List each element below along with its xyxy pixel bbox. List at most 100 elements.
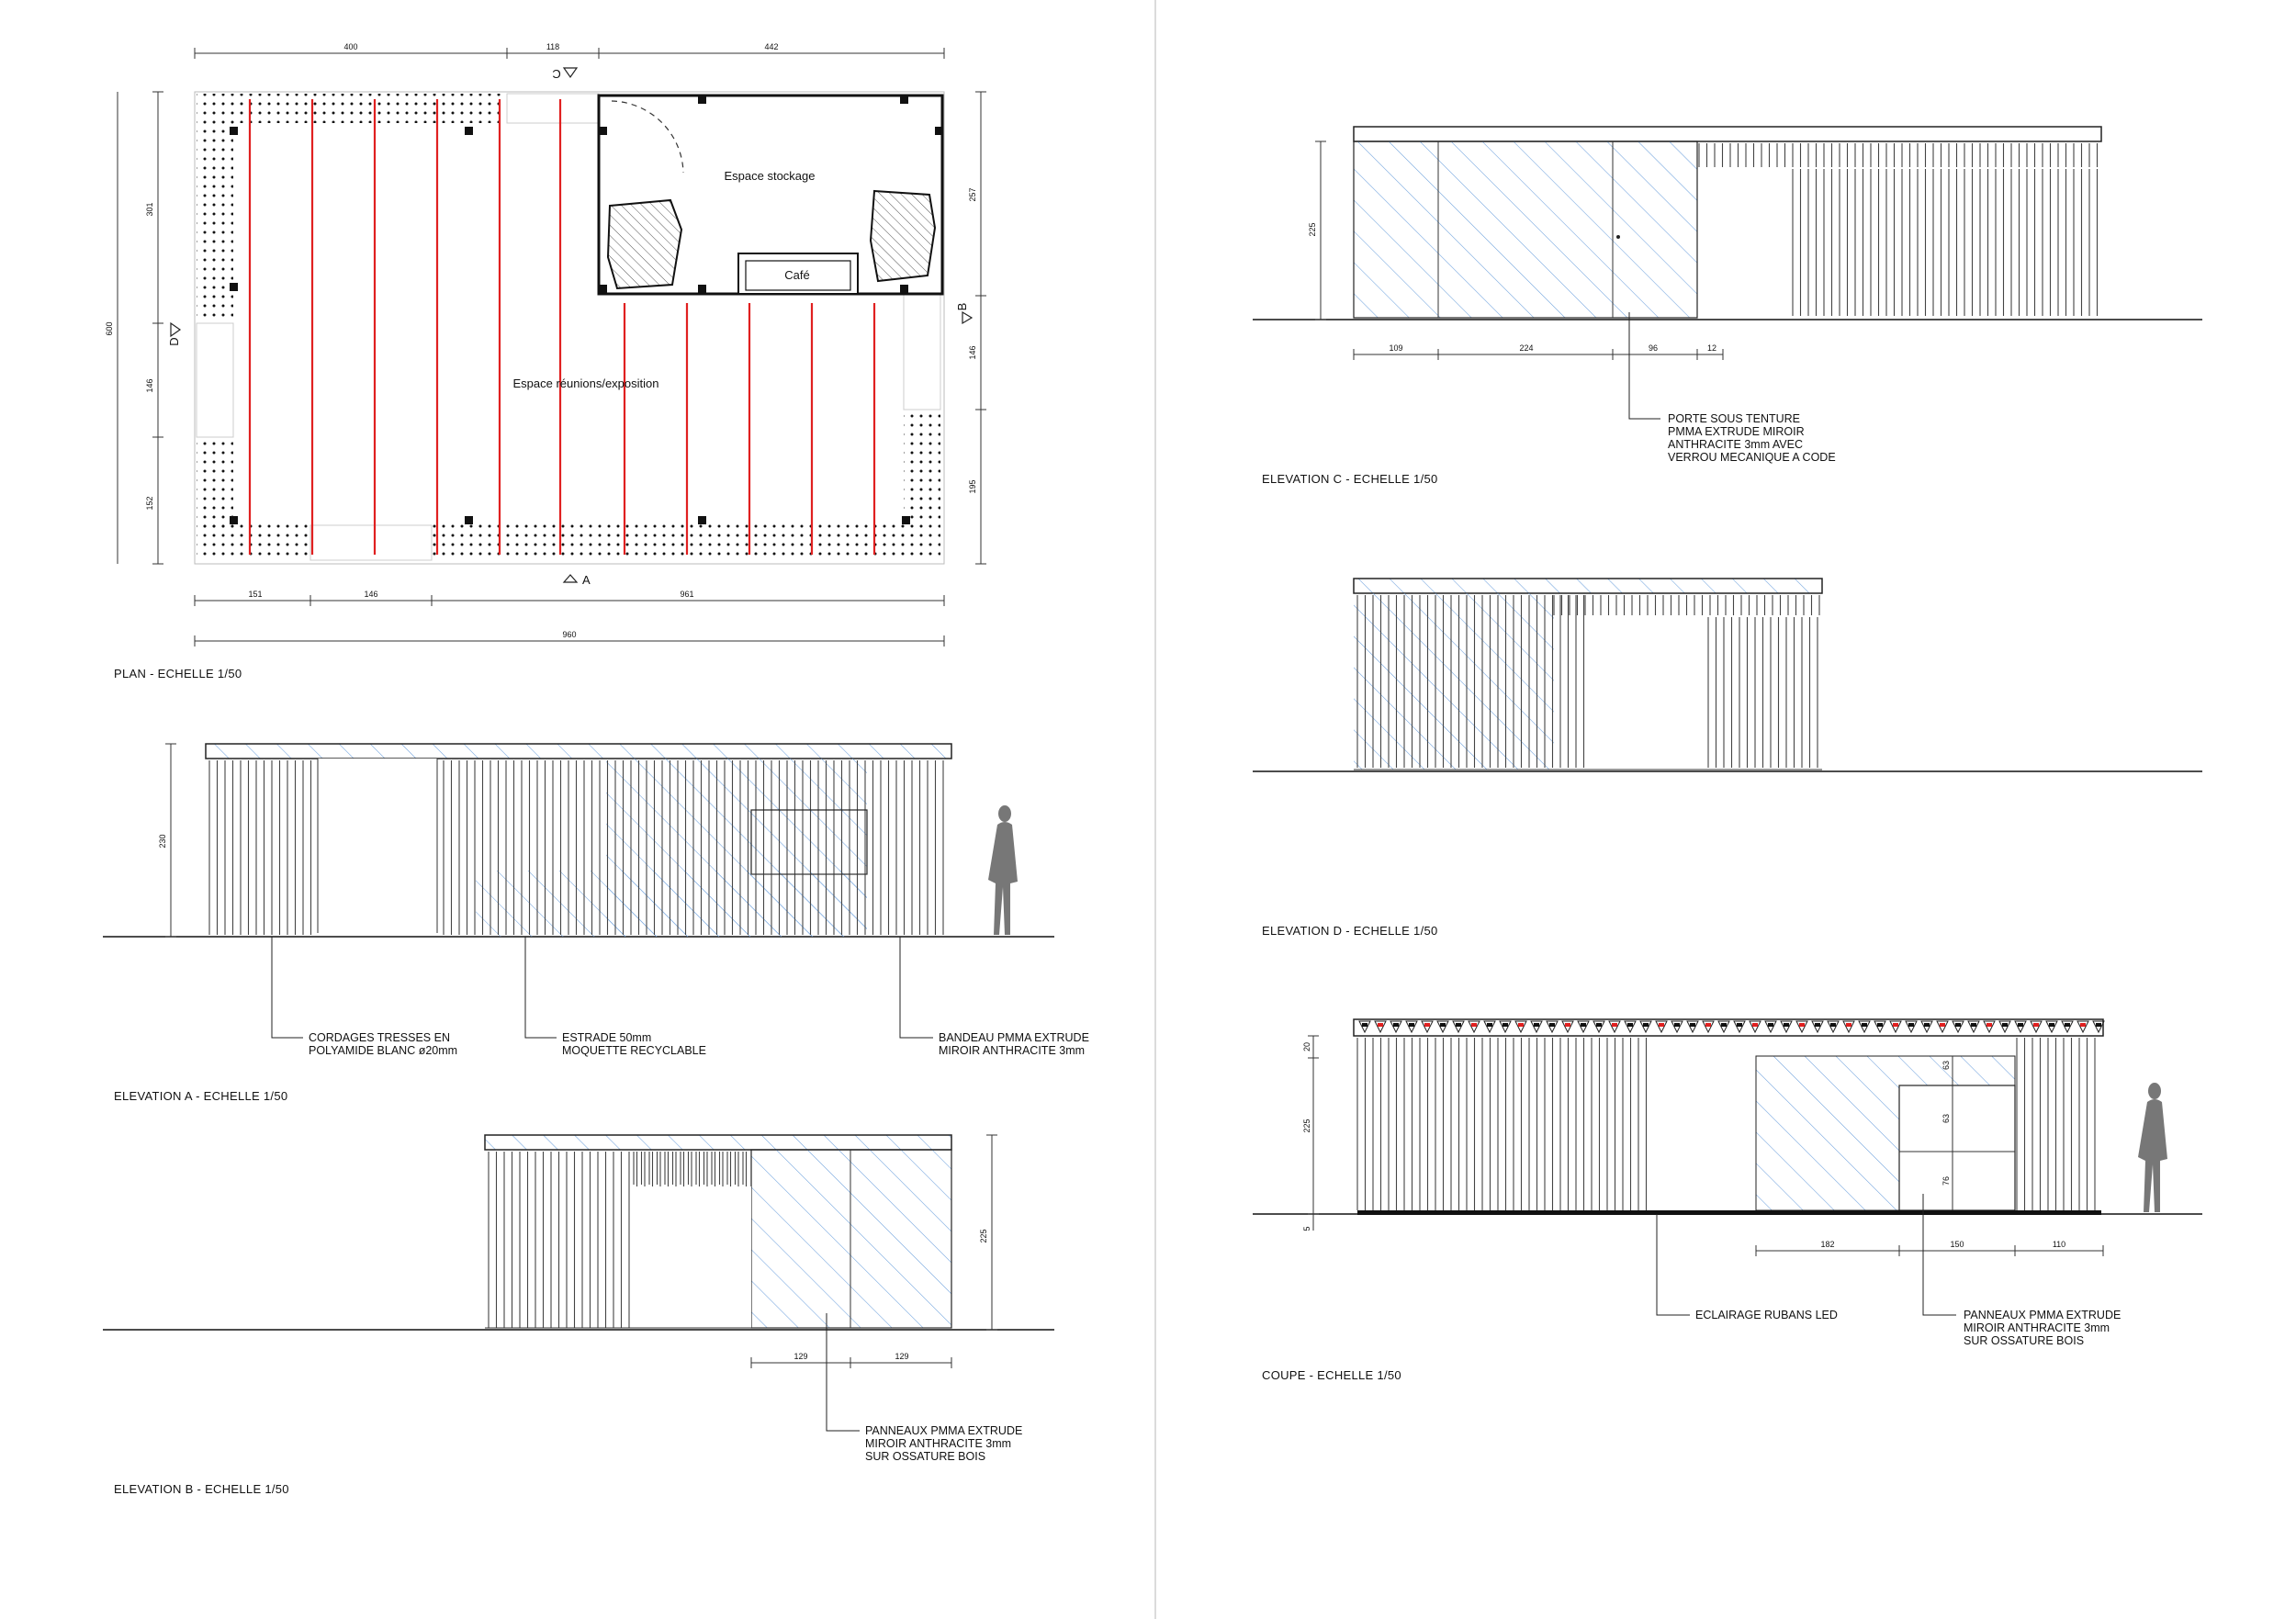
elevation-a-caption: ELEVATION A - ECHELLE 1/50 [114,1089,287,1103]
slats-elevation-a [208,760,944,935]
slats-section [1356,1038,2096,1210]
led-dot [1612,1023,1617,1027]
storage-room: Espace stockage Café [597,94,944,296]
led-dot [1659,1023,1664,1027]
mirror-wall-c [1353,141,1698,319]
led-dot [1768,1023,1773,1027]
elevation-c-caption: ELEVATION C - ECHELLE 1/50 [1262,472,1438,486]
person-silhouette-a [988,805,1018,935]
led-dot [1409,1023,1414,1027]
svg-text:150: 150 [1950,1240,1964,1249]
led-dot [1862,1023,1867,1027]
led-dot [1955,1023,1961,1027]
svg-text:257: 257 [968,187,977,201]
elevation-a: 230 CORDAGES TRESSES EN POLYAMIDE BLANC … [103,743,1089,1103]
led-dot [1986,1023,1992,1027]
plan-dim-top-2: 118 [546,42,559,51]
led-dot [1549,1023,1555,1027]
svg-text:96: 96 [1649,343,1658,353]
person-silhouette-section [2138,1083,2167,1212]
svg-text:SUR OSSATURE BOIS: SUR OSSATURE BOIS [865,1450,985,1463]
note-cords-2: POLYAMIDE BLANC ø20mm [309,1044,457,1057]
elevation-c: 225 109 224 96 12 PORTE SOUS TENTURE PMM… [1253,126,2202,486]
svg-text:109: 109 [1389,343,1402,353]
svg-text:PMMA EXTRUDE MIROIR: PMMA EXTRUDE MIROIR [1668,425,1805,438]
led-dot [1830,1023,1836,1027]
led-dot [1440,1023,1446,1027]
mirror-band-b [484,1134,952,1151]
led-dot [1705,1023,1711,1027]
plan-left-dimensions: 600 301 146 152 [105,91,163,565]
svg-text:VERROU MECANIQUE A CODE: VERROU MECANIQUE A CODE [1668,451,1836,464]
led-dot [1940,1023,1945,1027]
led-dot [1424,1023,1430,1027]
note-cords-1: CORDAGES TRESSES EN [309,1031,450,1044]
svg-text:PANNEAUX PMMA EXTRUDE: PANNEAUX PMMA EXTRUDE [865,1424,1022,1437]
svg-text:5: 5 [1302,1226,1311,1231]
svg-text:A: A [582,573,591,587]
led-dot [1643,1023,1649,1027]
led-dot [1971,1023,1976,1027]
led-dot [1534,1023,1539,1027]
structure-posts [230,96,943,524]
svg-text:MIROIR ANTHRACITE 3mm: MIROIR ANTHRACITE 3mm [1964,1321,2110,1334]
plan-footprint [194,91,945,565]
svg-text:D: D [167,337,181,345]
slats-elevation-b [488,1152,748,1328]
svg-text:ANTHRACITE 3mm AVEC: ANTHRACITE 3mm AVEC [1668,438,1803,451]
mirror-panel-b [750,1149,952,1329]
plan-caption: PLAN - ECHELLE 1/50 [114,667,242,680]
plan-bottom-dimensions: 151 146 961 960 [194,590,945,646]
section-marker-c: C [552,67,579,81]
svg-text:C: C [552,67,560,81]
elevation-b: 225 129 129 PANNEAUX PMMA EXTRUDE MIROIR… [103,1134,1054,1496]
led-dot [2002,1023,2008,1027]
led-dot [2080,1023,2086,1027]
led-dot [1815,1023,1820,1027]
svg-text:960: 960 [562,630,576,639]
svg-text:PANNEAUX PMMA EXTRUDE: PANNEAUX PMMA EXTRUDE [1964,1309,2121,1321]
led-dot [1581,1023,1586,1027]
svg-text:146: 146 [364,590,377,599]
led-dot [1518,1023,1524,1027]
led-dot [1596,1023,1602,1027]
led-dot [1924,1023,1930,1027]
mirror-band-d [1353,578,1823,594]
room-label-meeting: Espace réunions/exposition [513,377,659,390]
svg-text:B: B [955,303,969,311]
section-view: 20 225 5 63 63 76 182 150 110 ECLAIRAGE … [1253,1018,2202,1382]
led-dot [1456,1023,1461,1027]
plan-top-dimensions: 400 118 442 [194,42,945,59]
elevation-b-caption: ELEVATION B - ECHELLE 1/50 [114,1482,289,1496]
led-dot [2018,1023,2023,1027]
svg-text:225: 225 [1308,222,1317,236]
led-dot [1893,1023,1898,1027]
led-dot [1877,1023,1883,1027]
led-dot [2065,1023,2070,1027]
mirror-panel-d [1354,593,1554,770]
led-dot [1503,1023,1508,1027]
led-strip-row [1358,1020,2105,1034]
room-label-storage: Espace stockage [724,169,815,183]
svg-text:146: 146 [145,378,154,392]
led-dot [1737,1023,1742,1027]
svg-text:63: 63 [1941,1061,1951,1070]
svg-text:129: 129 [793,1352,807,1361]
led-dot [1627,1023,1633,1027]
led-dot [1565,1023,1570,1027]
led-dot [1908,1023,1914,1027]
slatted-wall-dots [196,93,941,561]
led-dot [1690,1023,1695,1027]
svg-text:63: 63 [1941,1114,1951,1123]
note-led: ECLAIRAGE RUBANS LED [1695,1309,1838,1321]
led-dot [1378,1023,1383,1027]
svg-text:301: 301 [145,202,154,216]
svg-text:SUR OSSATURE BOIS: SUR OSSATURE BOIS [1964,1334,2084,1347]
plan-view: 400 118 442 C 600 301 146 152 D [105,42,986,680]
mirror-band-a [205,743,952,759]
slats-elevation-d [1356,595,1820,768]
led-dot [1784,1023,1789,1027]
svg-text:225: 225 [1302,1119,1311,1132]
svg-text:151: 151 [248,590,262,599]
